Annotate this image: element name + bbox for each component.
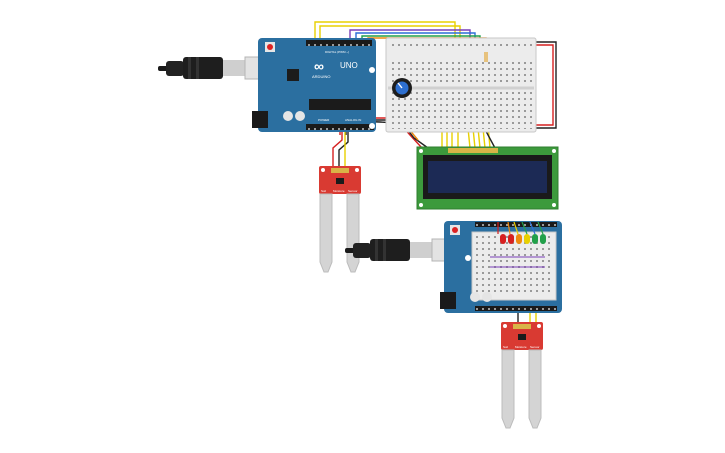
sensor-shield-probe-left [501, 349, 515, 429]
sensor-main-probe-right [346, 193, 360, 273]
lcd-pin-header[interactable] [448, 148, 498, 153]
sensor-main-label-right: Sensor [348, 189, 358, 193]
resistor[interactable] [484, 52, 488, 62]
wire-black-gnd-right[interactable] [530, 41, 557, 129]
arduino-brand-label: ARDUINO [312, 74, 330, 79]
lcd-module[interactable] [416, 146, 559, 210]
led-3[interactable] [516, 234, 522, 244]
breadboard-main[interactable] [385, 37, 537, 133]
sensor-main-label-mid: Moisture [333, 189, 345, 193]
usb-cable-main[interactable] [158, 56, 276, 80]
wire-black-sensor-main[interactable] [338, 130, 349, 170]
sensor-shield-label-left: Soil [503, 345, 508, 349]
sensor-shield-label-right: Sensor [530, 345, 540, 349]
arduino-power-label: POWER [318, 118, 330, 122]
atmega-chip [309, 99, 371, 110]
sensor-shield-probe-right [528, 349, 542, 429]
arduino-model-label: UNO [340, 61, 358, 70]
wire-red-power-right[interactable] [530, 44, 554, 126]
soil-moisture-sensor-shield[interactable]: Soil Moisture Sensor [501, 322, 543, 429]
sensor-main-label-left: Soil [321, 189, 326, 193]
led-1[interactable] [500, 234, 506, 244]
arduino-analog-label: ANALOG IN [345, 118, 361, 122]
arduino-uno-shield[interactable] [440, 221, 562, 313]
arduino-logo-icon: ∞ [314, 58, 324, 74]
usb-chip [287, 69, 299, 81]
lcd-screen [428, 161, 547, 193]
led-row [500, 234, 546, 244]
potentiometer[interactable] [392, 78, 412, 98]
sensor-shield-label-mid: Moisture [515, 345, 527, 349]
arduino-uno-main[interactable]: ∞ UNO ARDUINO DIGITAL (PWM ~) POWER ANAL… [252, 38, 376, 132]
led-5[interactable] [532, 234, 538, 244]
sensor-main-probe-left [319, 193, 333, 273]
wire-red-sensor-main[interactable] [332, 130, 343, 170]
led-2[interactable] [508, 234, 514, 244]
arduino-digital-label: DIGITAL (PWM ~) [325, 50, 349, 54]
led-6[interactable] [540, 234, 546, 244]
led-4[interactable] [524, 234, 530, 244]
